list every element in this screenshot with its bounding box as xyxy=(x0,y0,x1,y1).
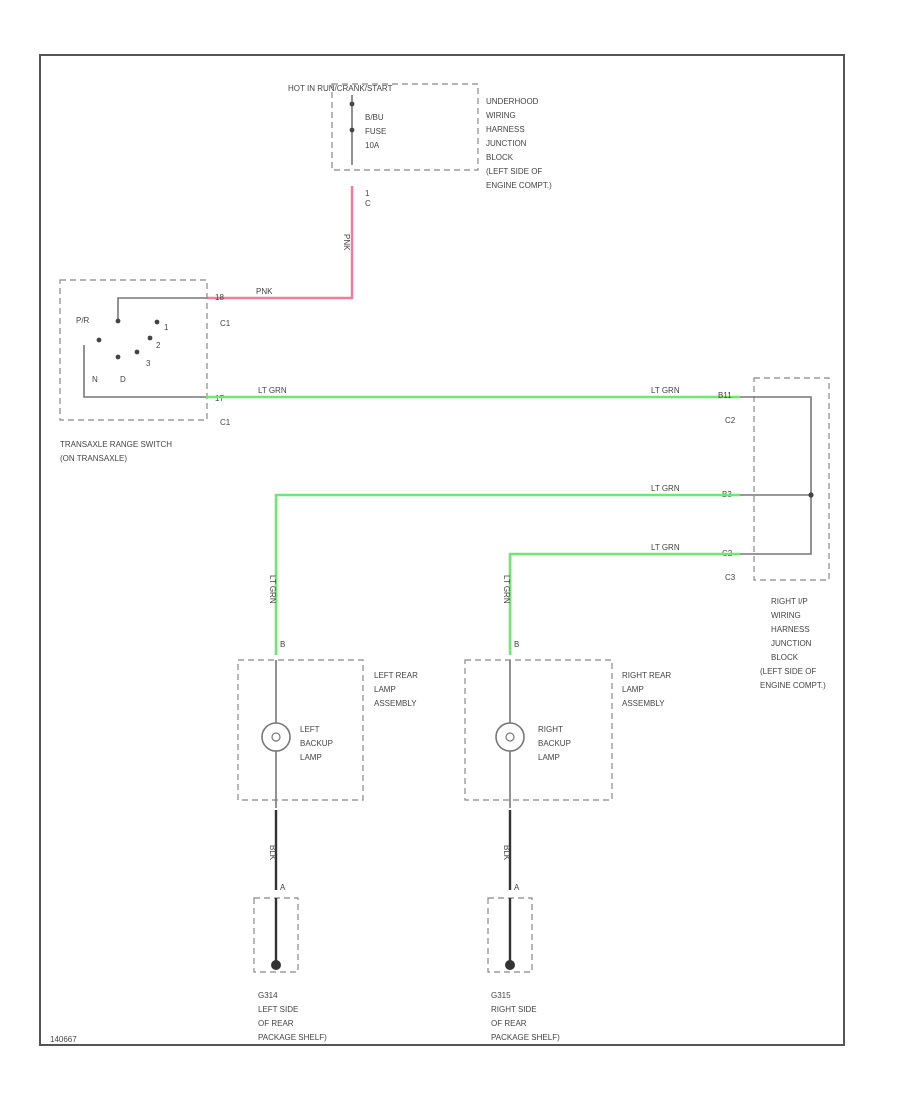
left-ground-name-4: PACKAGE SHELF) xyxy=(258,1033,327,1042)
fuse-block-header: HOT IN RUN/CRANK/START xyxy=(288,84,393,93)
right-ground-icon xyxy=(505,960,515,970)
right-assembly-name-1: RIGHT REAR xyxy=(622,671,671,680)
fuse-connector: C xyxy=(365,199,371,208)
right-ground-name-3: OF REAR xyxy=(491,1019,527,1028)
switch-contact-pr xyxy=(115,318,121,324)
switch-pos-1: 1 xyxy=(164,323,169,332)
right-lamp-name-1: RIGHT xyxy=(538,725,563,734)
fuse-block-loc-4: JUNCTION xyxy=(486,139,527,148)
pink-wire-label-horizontal: PNK xyxy=(256,287,273,296)
switch-name-1: TRANSAXLE RANGE SWITCH xyxy=(60,440,172,449)
switch-name-2: (ON TRANSAXLE) xyxy=(60,454,127,463)
fuse-terminal-top xyxy=(349,101,355,107)
left-ground-wire-label: BLK xyxy=(268,845,277,861)
junction-pin-top: B11 xyxy=(718,391,732,400)
right-ground-wire-label: BLK xyxy=(502,845,511,861)
switch-contact-2 xyxy=(147,335,153,341)
left-assembly-name-2: LAMP xyxy=(374,685,396,694)
diagram-frame xyxy=(39,54,845,1046)
fuse-pin: 1 xyxy=(365,189,370,198)
pink-wire-label-vertical: PNK xyxy=(342,234,351,251)
fuse-label-2: FUSE xyxy=(365,127,386,136)
left-lamp-name-1: LEFT xyxy=(300,725,320,734)
right-bulb-icon xyxy=(495,722,525,752)
left-ground-name-3: OF REAR xyxy=(258,1019,294,1028)
right-lamp-name-3: LAMP xyxy=(538,753,560,762)
switch-output-wire xyxy=(83,345,206,398)
switch-pos-pr: P/R xyxy=(76,316,90,325)
junction-connector-low: C3 xyxy=(725,573,736,582)
switch-pos-n: N xyxy=(92,375,98,384)
main-green-label-right: LT GRN xyxy=(651,386,680,395)
right-assembly-name-3: ASSEMBLY xyxy=(622,699,665,708)
left-assembly-name-3: ASSEMBLY xyxy=(374,699,417,708)
fuse-block-loc-3: HARNESS xyxy=(486,125,525,134)
right-ground-name-1: G315 xyxy=(491,991,511,1000)
range-switch-box xyxy=(59,279,208,421)
junction-block-box xyxy=(753,377,830,581)
right-lamp-pin: B xyxy=(514,640,519,649)
diagram-id: 140667 xyxy=(50,1035,77,1044)
junction-name-3: HARNESS xyxy=(771,625,810,634)
right-assembly-name-2: LAMP xyxy=(622,685,644,694)
junction-name-5: BLOCK xyxy=(771,653,799,662)
switch-pos-2: 2 xyxy=(156,341,161,350)
switch-pos-d: D xyxy=(120,375,126,384)
pink-wire xyxy=(206,186,354,300)
lower-green-label: LT GRN xyxy=(651,543,680,552)
junction-name-2: WIRING xyxy=(771,611,801,620)
fuse-block-loc-6: (LEFT SIDE OF xyxy=(486,167,542,176)
switch-connector-bottom: C1 xyxy=(220,418,231,427)
right-ground-pin: A xyxy=(514,883,520,892)
left-lamp-green-wire xyxy=(274,493,740,655)
junction-name-6: (LEFT SIDE OF xyxy=(760,667,816,676)
fuse-terminal-bottom xyxy=(349,127,355,133)
right-lamp-assembly-box xyxy=(464,659,613,801)
switch-contact-1 xyxy=(154,319,160,325)
right-vertical-green-label: LT GRN xyxy=(502,575,511,604)
left-lamp-name-2: BACKUP xyxy=(300,739,333,748)
junction-connector-top: C2 xyxy=(725,416,736,425)
junction-bus xyxy=(740,396,812,555)
left-ground-pin: A xyxy=(280,883,286,892)
fuse-block-loc-2: WIRING xyxy=(486,111,516,120)
fuse-label-1: B/BU xyxy=(365,113,384,122)
left-lamp-pin: B xyxy=(280,640,285,649)
upper-green-label: LT GRN xyxy=(651,484,680,493)
switch-contact-d xyxy=(115,354,121,360)
left-vertical-green-label: LT GRN xyxy=(268,575,277,604)
junction-splice xyxy=(808,492,814,498)
right-lamp-name-2: BACKUP xyxy=(538,739,571,748)
left-ground-name-2: LEFT SIDE xyxy=(258,1005,298,1014)
switch-contact-3 xyxy=(134,349,140,355)
left-ground-name-1: G314 xyxy=(258,991,278,1000)
switch-contact-n xyxy=(96,337,102,343)
switch-input-wire xyxy=(117,297,206,320)
fuse-block-loc-1: UNDERHOOD xyxy=(486,97,539,106)
left-assembly-name-1: LEFT REAR xyxy=(374,671,418,680)
right-bulb-filament xyxy=(505,732,515,742)
junction-name-1: RIGHT I/P xyxy=(771,597,808,606)
left-lamp-name-3: LAMP xyxy=(300,753,322,762)
junction-name-7: ENGINE COMPT.) xyxy=(760,681,826,690)
switch-pin-top: 18 xyxy=(215,293,224,302)
switch-connector-top: C1 xyxy=(220,319,231,328)
fuse-block-loc-7: ENGINE COMPT.) xyxy=(486,181,552,190)
left-bulb-icon xyxy=(261,722,291,752)
fuse-label-3: 10A xyxy=(365,141,380,150)
right-lamp-green-wire xyxy=(508,552,740,655)
left-bulb-filament xyxy=(271,732,281,742)
junction-name-4: JUNCTION xyxy=(771,639,812,648)
main-green-label-left: LT GRN xyxy=(258,386,287,395)
right-ground-name-4: PACKAGE SHELF) xyxy=(491,1033,560,1042)
fuse-block-loc-5: BLOCK xyxy=(486,153,514,162)
right-ground-name-2: RIGHT SIDE xyxy=(491,1005,537,1014)
left-ground-icon xyxy=(271,960,281,970)
left-lamp-assembly-box xyxy=(237,659,364,801)
switch-pin-bottom: 17 xyxy=(215,394,224,403)
fuse-block-box xyxy=(331,83,479,171)
switch-pos-3: 3 xyxy=(146,359,151,368)
